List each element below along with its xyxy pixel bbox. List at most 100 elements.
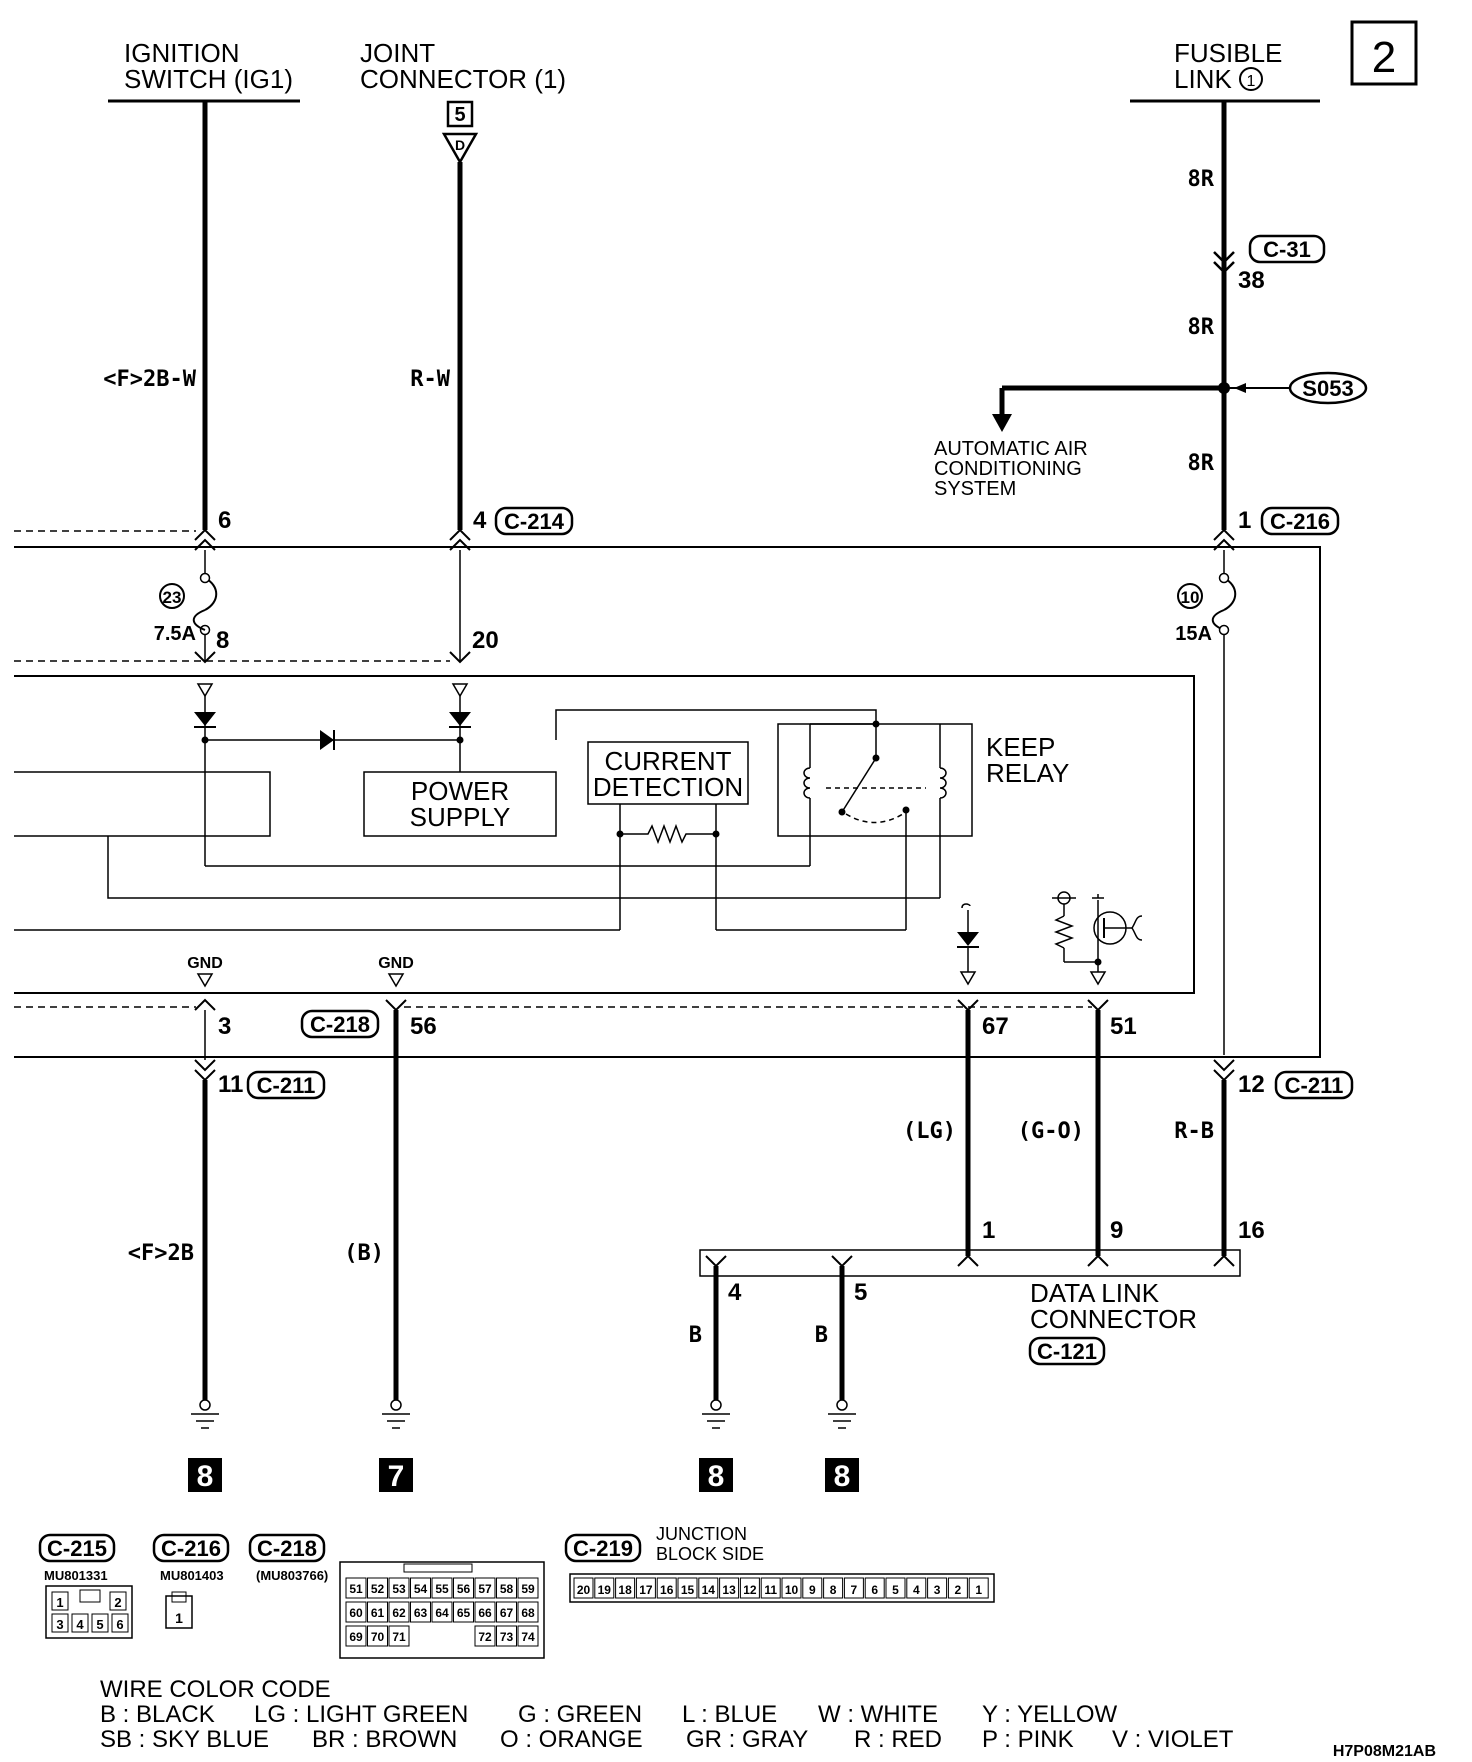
- c218-pin-cell: [410, 1577, 431, 1599]
- pin-56: 56: [410, 1013, 437, 1040]
- color-code-p: P : PINK: [982, 1726, 1074, 1753]
- c218-pin-number: 65: [457, 1606, 471, 1620]
- power-label-1: POWER: [411, 776, 509, 806]
- c219-pin-cell: [573, 1577, 594, 1599]
- c218-pin-cell: [453, 1577, 474, 1599]
- dlc-label-2: CONNECTOR: [1030, 1304, 1197, 1334]
- c219-pin-cell: [823, 1577, 844, 1599]
- color-code-w: W : WHITE: [818, 1701, 938, 1728]
- conn-c218: C-218: [310, 1012, 370, 1037]
- fuse-23: 23: [163, 588, 182, 607]
- c219-pin-number: 13: [722, 1583, 736, 1597]
- page-number-box: [1350, 20, 1418, 86]
- c219-pin-number: 17: [639, 1583, 653, 1597]
- color-code-l: L : BLUE: [682, 1701, 777, 1728]
- c218-pin-number: 53: [392, 1582, 406, 1596]
- fuse-10-rating: 15A: [1175, 623, 1212, 645]
- c218-pin-number: 74: [521, 1630, 535, 1644]
- wire-b4: B: [689, 1323, 702, 1348]
- color-code-g: G : GREEN: [518, 1701, 642, 1728]
- ground-ref-2: 7: [388, 1460, 405, 1493]
- fuse-23-rating: 7.5A: [154, 623, 196, 645]
- c219-pin-cell: [906, 1577, 927, 1599]
- c218-pin-cell: [453, 1601, 474, 1623]
- conn-c216: C-216: [1270, 509, 1330, 534]
- c219-pin-cell: [760, 1577, 781, 1599]
- c219-pin-cell: [864, 1577, 885, 1599]
- svg-text:4: 4: [76, 1617, 84, 1632]
- c218-pin-cell: [367, 1601, 388, 1623]
- color-code-br: BR : BROWN: [312, 1726, 457, 1753]
- c218-pin-number: 67: [500, 1606, 514, 1620]
- current-label-2: DETECTION: [593, 772, 743, 802]
- wire-f2b: <F>2B: [128, 1241, 194, 1266]
- c218-pin-number: 51: [349, 1582, 363, 1596]
- wire-8r-low: 8R: [1188, 451, 1215, 476]
- c219-pin-number: 10: [785, 1583, 799, 1597]
- c218-pin-cell: [517, 1577, 539, 1599]
- aac-label-1: AUTOMATIC AIR: [934, 438, 1088, 460]
- c219-pin-number: 16: [660, 1583, 674, 1597]
- ground-ref-1: 8: [197, 1460, 214, 1493]
- pin-6: 6: [218, 507, 231, 534]
- fusible-label-2: LINK: [1174, 64, 1232, 94]
- c219-pin-cell: [927, 1577, 948, 1599]
- pin-20: 20: [472, 627, 499, 654]
- c218-pin-number: 54: [414, 1582, 428, 1596]
- gnd-label-1: GND: [187, 955, 223, 972]
- joint-label-2: CONNECTOR (1): [360, 64, 566, 94]
- c219-pin-number: 9: [809, 1583, 816, 1597]
- conn-c211-a: C-211: [257, 1073, 316, 1098]
- conn-c214: C-214: [504, 509, 565, 534]
- view-c218: C-218: [257, 1536, 317, 1561]
- ground-ref-4: 8: [834, 1460, 851, 1493]
- c219-pin-cell: [677, 1577, 698, 1599]
- keep-label-1: KEEP: [986, 732, 1055, 762]
- c218-pin-number: 64: [435, 1606, 449, 1620]
- joint-ref: 5: [454, 104, 465, 126]
- c218-pin-number: 68: [521, 1606, 535, 1620]
- c219-pin-number: 14: [702, 1583, 716, 1597]
- c219-pin-cell: [719, 1577, 740, 1599]
- c218-pin-cell: [410, 1601, 431, 1623]
- c219-pin-cell: [802, 1577, 823, 1599]
- color-code-r: R : RED: [854, 1726, 942, 1753]
- svg-text:1: 1: [56, 1595, 63, 1610]
- conn-c121: C-121: [1037, 1339, 1097, 1364]
- c219-pin-cell: [635, 1577, 656, 1599]
- c218-pin-number: 63: [414, 1606, 428, 1620]
- page-number: 2: [1372, 33, 1396, 82]
- c219-pin-cell: [885, 1577, 906, 1599]
- c218-pin-cell: [517, 1625, 539, 1647]
- wire-b5: B: [815, 1323, 828, 1348]
- c219-pin-cell: [968, 1577, 989, 1599]
- c219-pin-number: 8: [830, 1583, 837, 1597]
- c218-pin-cell: [388, 1625, 410, 1647]
- view-c216-part: MU801403: [160, 1568, 224, 1583]
- c218-pin-cell: [388, 1577, 410, 1599]
- c218-pin-number: 66: [478, 1606, 492, 1620]
- c218-pin-cell: [474, 1577, 496, 1599]
- wire-b-paren: (B): [344, 1241, 384, 1266]
- pin-12: 12: [1238, 1071, 1265, 1098]
- ignition-label: IGNITION: [124, 38, 240, 68]
- view-c216: C-216: [161, 1536, 221, 1561]
- svg-text:5: 5: [96, 1617, 103, 1632]
- c215-pins: 1 2 3 4 5 6: [51, 1589, 129, 1633]
- c219-pin-number: 12: [743, 1583, 757, 1597]
- c218-pin-number: 72: [478, 1630, 492, 1644]
- c218-pin-number: 57: [478, 1582, 492, 1596]
- splice-s053: S053: [1302, 376, 1353, 401]
- pin-51: 51: [1110, 1013, 1137, 1040]
- pin-67: 67: [982, 1013, 1009, 1040]
- fusible-label-1: FUSIBLE: [1174, 38, 1282, 68]
- wire-8r-mid: 8R: [1188, 315, 1215, 340]
- c218-pin-cell: [431, 1601, 453, 1623]
- color-code-v: V : VIOLET: [1112, 1726, 1234, 1753]
- dlc-pin-9: 9: [1110, 1217, 1123, 1244]
- color-code-sb: SB : SKY BLUE: [100, 1726, 269, 1753]
- pin-3: 3: [218, 1013, 231, 1040]
- c219-pin-number: 15: [681, 1583, 695, 1597]
